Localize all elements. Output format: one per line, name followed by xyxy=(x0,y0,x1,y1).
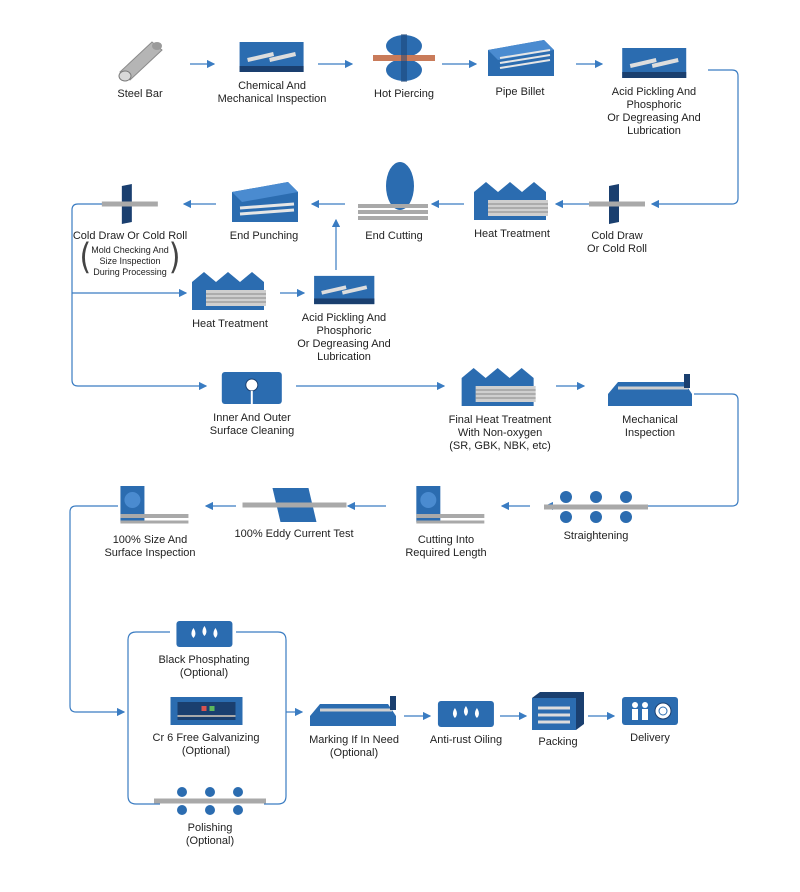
step-cutting-length: Cutting Into Required Length xyxy=(405,482,487,560)
step-marking: Marking If In Need (Optional) xyxy=(306,696,402,760)
label-surface-cleaning: Inner And Outer Surface Cleaning xyxy=(209,412,295,437)
label-size-inspection: 100% Size And Surface Inspection xyxy=(104,534,196,559)
inspection-bench-icon xyxy=(608,374,692,406)
punching-icon xyxy=(232,182,298,222)
step-straightening: Straightening xyxy=(544,490,648,543)
step-end-cutting: End Cutting xyxy=(356,162,432,243)
label-mech-inspection: Mechanical Inspection xyxy=(622,414,678,439)
galvanizing-tank-icon xyxy=(170,697,242,725)
furnace-icon xyxy=(462,368,536,406)
furnace-icon xyxy=(192,272,266,310)
label-hot-piercing: Hot Piercing xyxy=(374,88,434,100)
label-end-cutting: End Cutting xyxy=(365,230,423,242)
cold-draw-icon xyxy=(589,184,645,224)
note-bracket: ( Mold Checking And Size Inspection Duri… xyxy=(79,235,181,278)
step-heat-treatment-1: Heat Treatment xyxy=(472,180,552,241)
label-pipe-billet: Pipe Billet xyxy=(495,86,545,98)
connector-row3-row4 xyxy=(544,393,739,511)
optional-bracket xyxy=(127,631,170,805)
label-steel-bar: Steel Bar xyxy=(117,88,163,100)
optional-bracket-right xyxy=(236,631,287,805)
step-polishing: Polishing (Optional) xyxy=(154,786,266,848)
step-galvanizing: Cr 6 Free Galvanizing (Optional) xyxy=(153,696,260,758)
label-straightening: Straightening xyxy=(563,530,629,542)
step-acid-pickling-2: Acid Pickling And Phosphoric Or Degreasi… xyxy=(297,274,391,364)
label-cold-draw-left: Cold Draw Or Cold Roll xyxy=(72,230,188,242)
label-cutting-length: Cutting Into Required Length xyxy=(405,534,487,559)
step-final-heat: Final Heat Treatment With Non-oxygen (SR… xyxy=(448,366,552,453)
step-cold-draw-left: Cold Draw Or Cold Roll ( Mold Checking A… xyxy=(73,184,187,278)
step-size-inspection: 100% Size And Surface Inspection xyxy=(104,482,196,560)
steel-bar-icon xyxy=(118,41,163,82)
pipe-billet-icon xyxy=(488,40,554,76)
delivery-people-icon xyxy=(622,697,678,725)
label-polishing: Polishing (Optional) xyxy=(185,822,235,847)
furnace-icon xyxy=(474,182,548,220)
acid-tank-icon xyxy=(313,275,375,305)
label-packing: Packing xyxy=(538,736,578,748)
step-anti-rust: Anti-rust Oiling xyxy=(430,700,502,747)
oil-drops-icon xyxy=(437,701,494,727)
step-eddy-test: 100% Eddy Current Test xyxy=(234,488,354,541)
label-anti-rust: Anti-rust Oiling xyxy=(429,734,503,746)
inspection-machine-icon xyxy=(120,486,188,524)
marking-bench-icon xyxy=(310,696,396,726)
label-final-heat: Final Heat Treatment With Non-oxygen (SR… xyxy=(448,414,552,452)
package-icon xyxy=(532,692,584,730)
cutting-machine-icon xyxy=(416,486,484,524)
step-black-phosphating: Black Phosphating (Optional) xyxy=(158,620,250,680)
acid-tank-icon xyxy=(622,48,686,78)
label-marking: Marking If In Need (Optional) xyxy=(309,734,399,759)
inspection-box-icon xyxy=(240,42,304,72)
label-black-phosphating: Black Phosphating (Optional) xyxy=(158,654,250,679)
label-delivery: Delivery xyxy=(630,732,670,744)
label-acid-pickling-2: Acid Pickling And Phosphoric Or Degreasi… xyxy=(297,312,391,363)
step-surface-cleaning: Inner And Outer Surface Cleaning xyxy=(210,370,294,438)
label-acid-pickling-1: Acid Pickling And Phosphoric Or Degreasi… xyxy=(607,86,701,137)
step-hot-piercing: Hot Piercing xyxy=(373,34,435,101)
label-cold-draw-right: Cold Draw Or Cold Roll xyxy=(587,230,647,255)
step-pipe-billet: Pipe Billet xyxy=(484,36,556,99)
step-heat-treatment-2: Heat Treatment xyxy=(190,270,270,331)
label-chem-inspection: Chemical And Mechanical Inspection xyxy=(217,80,327,105)
connector-row1-row2 xyxy=(650,69,739,209)
straightening-rollers-icon xyxy=(544,491,648,523)
water-drops-icon xyxy=(176,621,232,647)
label-eddy-test: 100% Eddy Current Test xyxy=(234,528,354,540)
label-galvanizing: Cr 6 Free Galvanizing (Optional) xyxy=(152,732,260,757)
label-cold-draw-note: Mold Checking And Size Inspection During… xyxy=(91,245,169,277)
hot-piercing-icon xyxy=(373,34,435,82)
step-packing: Packing xyxy=(530,690,586,749)
label-heat-treatment-2: Heat Treatment xyxy=(192,318,268,330)
saw-blade-icon xyxy=(358,162,428,220)
step-chem-inspection: Chemical And Mechanical Inspection xyxy=(217,40,327,106)
connector-left-branch xyxy=(71,203,208,391)
step-end-punching: End Punching xyxy=(228,178,300,243)
connector-row4-row5 xyxy=(69,505,126,717)
step-cold-draw-right: Cold Draw Or Cold Roll xyxy=(587,184,647,256)
step-delivery: Delivery xyxy=(621,696,679,745)
step-acid-pickling-1: Acid Pickling And Phosphoric Or Degreasi… xyxy=(607,46,701,138)
polishing-rollers-icon xyxy=(154,787,266,815)
label-end-punching: End Punching xyxy=(229,230,299,242)
cold-draw-icon xyxy=(102,184,158,224)
step-steel-bar: Steel Bar xyxy=(112,36,168,101)
cleaning-icon xyxy=(221,372,282,404)
label-heat-treatment-1: Heat Treatment xyxy=(474,228,550,240)
eddy-current-icon xyxy=(242,488,346,522)
step-mech-inspection: Mechanical Inspection xyxy=(604,374,696,440)
